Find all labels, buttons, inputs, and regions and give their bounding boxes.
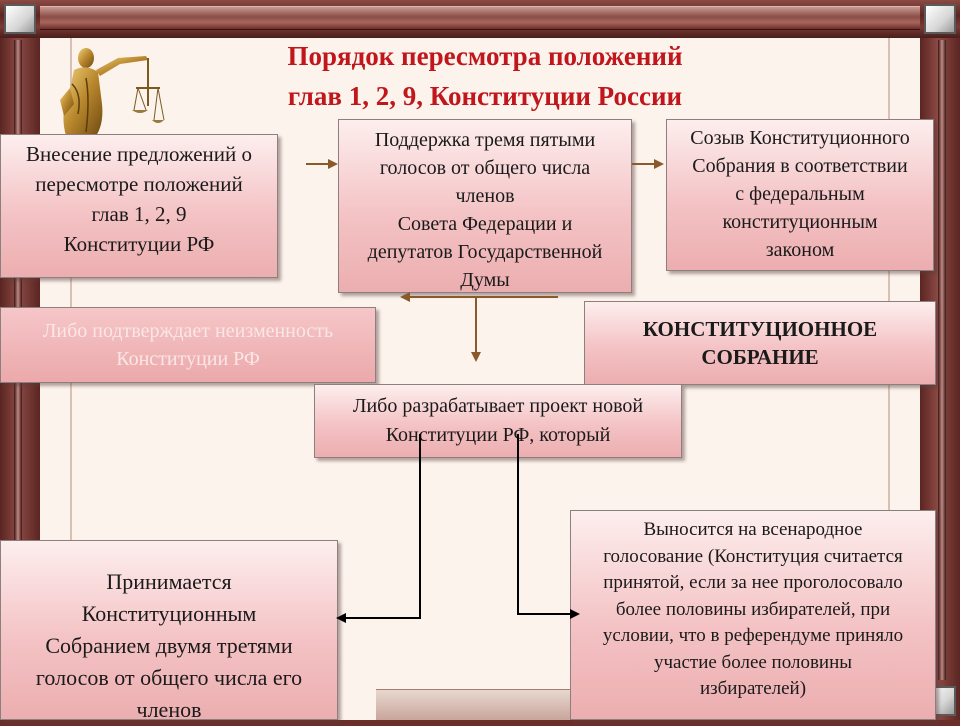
referendum-line: Выносится на всенародное: [643, 519, 863, 540]
proposal-line: пересмотре положений: [35, 172, 243, 196]
proposal-line: Конституции РФ: [63, 232, 215, 256]
referendum-box: Выносится на всенародное голосование (Ко…: [570, 510, 936, 720]
draft-line: Конституции РФ, который: [385, 424, 611, 446]
support-box: Поддержка тремя пятыми голосов от общего…: [338, 119, 632, 293]
support-line: Поддержка тремя пятыми: [374, 129, 596, 151]
referendum-line: принятой, если за нее проголосовало: [603, 572, 903, 593]
page-title: Порядок пересмотра положений глав 1, 2, …: [200, 36, 770, 116]
convocation-line: законом: [765, 239, 835, 261]
adopted-box: Принимается Конституционным Собранием дв…: [0, 540, 338, 722]
referendum-line: избирателей): [699, 678, 807, 699]
convocation-line: с федеральным: [735, 183, 865, 205]
frame-corner: [924, 4, 956, 34]
adopted-line: голосов от общего числа его: [35, 665, 303, 690]
support-line: членов: [455, 185, 515, 207]
convocation-line: Собрания в соответствии: [692, 155, 908, 177]
referendum-line: голосование (Конституция считается: [603, 545, 903, 567]
frame-top: [0, 0, 960, 38]
adopted-line: Собранием двумя третями: [45, 633, 293, 658]
assembly-line: КОНСТИТУЦИОННОЕ: [642, 317, 878, 341]
adopted-line: членов: [136, 697, 202, 722]
support-line: голосов от общего числа: [379, 157, 591, 179]
frame-corner: [4, 4, 36, 34]
assembly-line: СОБРАНИЕ: [701, 345, 819, 369]
referendum-line: участие более половины: [653, 651, 853, 673]
draft-line: Либо разрабатывает проект новой: [352, 395, 644, 417]
constitutional-assembly-box: КОНСТИТУЦИОННОЕ СОБРАНИЕ: [584, 301, 936, 385]
convocation-line: конституционным: [722, 211, 878, 233]
proposal-box: Внесение предложений о пересмотре положе…: [0, 134, 278, 278]
confirm-line: Конституции РФ: [116, 348, 260, 370]
confirm-box: Либо подтверждает неизменность Конституц…: [0, 307, 376, 383]
support-line: Думы: [460, 269, 510, 291]
support-line: депутатов Государственной: [367, 241, 603, 263]
arrow-draft-to-adopted: [336, 434, 421, 623]
title-line-1: Порядок пересмотра положений: [287, 41, 683, 71]
confirm-line: Либо подтверждает неизменность: [42, 320, 334, 342]
title-line-2: глав 1, 2, 9, Конституции России: [287, 81, 683, 111]
proposal-line: Внесение предложений о: [26, 142, 252, 166]
adopted-line: Конституционным: [81, 601, 257, 626]
referendum-line: более половины избирателей, при: [615, 598, 891, 620]
themis-statue-icon: [60, 48, 165, 136]
proposal-line: глав 1, 2, 9: [91, 202, 187, 226]
arrow-draft-to-referendum: [517, 434, 580, 619]
convocation-box: Созыв Конституционного Собрания в соотве…: [666, 119, 934, 271]
referendum-line: условии, что в референдуме приняло: [602, 625, 904, 646]
draft-box: Либо разрабатывает проект новой Конститу…: [314, 384, 682, 458]
support-line: Совета Федерации и: [397, 213, 573, 235]
adopted-line: Принимается: [106, 569, 232, 594]
convocation-line: Созыв Конституционного: [690, 127, 910, 149]
